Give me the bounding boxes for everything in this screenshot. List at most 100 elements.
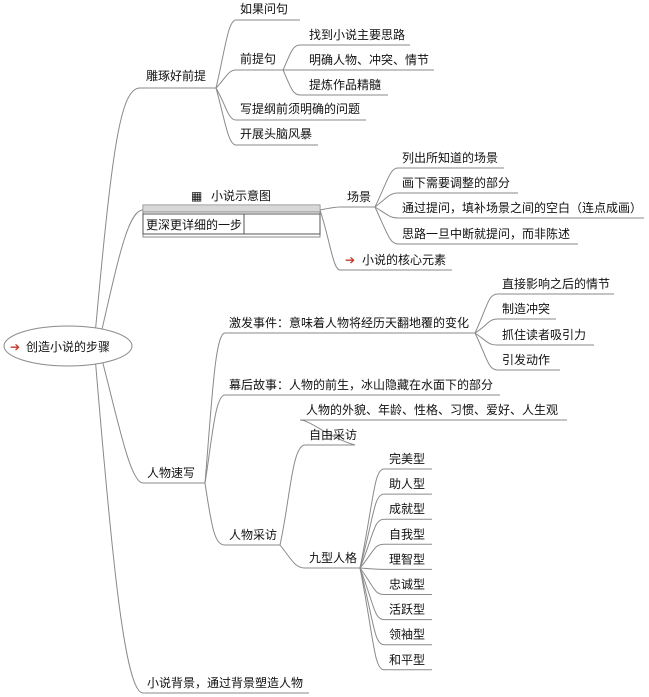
nine-type-item[interactable]: 和平型	[384, 653, 432, 671]
node-incident-item-3[interactable]: 引发动作	[498, 352, 560, 371]
connector-b2-scene	[319, 206, 341, 211]
premise-sub-label: 提炼作品精髓	[309, 77, 381, 92]
nine-type-label: 和平型	[389, 653, 425, 667]
connector-nine-type	[359, 567, 385, 570]
connector-b1-i2	[215, 87, 237, 121]
interview-label: 人物采访	[229, 528, 277, 542]
node-b3[interactable]: 人物速写	[143, 466, 205, 484]
node-scene-item-2[interactable]: 通过提问，填补场景之间的空白（连点成画）	[398, 200, 644, 219]
node-b1[interactable]: 雕琢好前提	[140, 68, 216, 89]
node-scene-item-1[interactable]: 画下需要调整的部分	[398, 175, 518, 194]
connector-interview-free	[279, 444, 306, 546]
connector-incident-i2	[474, 332, 499, 346]
node-incident-item-0[interactable]: 直接影响之后的情节	[498, 276, 614, 295]
connector-scene-i3	[374, 206, 399, 245]
incident-item-label: 抓住读者吸引力	[502, 328, 586, 342]
node-scene-item-0[interactable]: 列出所知道的场景	[398, 150, 504, 169]
nine-type-item[interactable]: 活跃型	[384, 603, 432, 621]
node-b1-item-1[interactable]: 前提句	[236, 51, 283, 71]
incident-item-label: 引发动作	[502, 352, 550, 367]
node-b1-item-3[interactable]: 开展头脑风暴	[236, 127, 318, 146]
nine-type-item[interactable]: 自我型	[384, 527, 432, 545]
nine-type-label: 忠诚型	[389, 578, 425, 592]
red-arrow-icon: ➔	[10, 340, 20, 354]
nine-type-item[interactable]: 完美型	[384, 451, 432, 470]
red-arrow-icon: ➔	[345, 253, 355, 267]
node-premise-sub-0[interactable]: 找到小说主要思路	[300, 27, 410, 46]
node-core[interactable]: ➔ 小说的核心元素	[340, 252, 452, 271]
connector-root-b3	[99, 351, 144, 484]
scene-label: 场景	[347, 190, 371, 204]
connector-free-detail	[299, 419, 356, 446]
nine-types-label: 九型人格	[309, 550, 357, 565]
root-ellipse	[3, 325, 133, 367]
node-free-interview[interactable]: 自由采访	[305, 428, 357, 446]
node-premise-sub-1[interactable]: 明确人物、冲突、情节	[300, 52, 434, 71]
connector-incident-i3	[474, 332, 499, 371]
b1-item-label: 如果问句	[240, 1, 288, 16]
connector-b3-backstory	[204, 394, 226, 484]
nine-type-item[interactable]: 理智型	[384, 551, 432, 570]
connector-nine-type	[359, 493, 385, 569]
connector-root-b2	[99, 209, 144, 339]
scene-item-label: 列出所知道的场景	[402, 150, 498, 165]
nine-type-label: 助人型	[389, 477, 425, 491]
premise-sub-label: 明确人物、冲突、情节	[309, 52, 429, 67]
node-incident[interactable]: 激发事件：意味着人物将经历天翻地覆的变化	[225, 315, 475, 334]
connector-nine-type	[359, 567, 385, 595]
node-incident-item-1[interactable]: 制造冲突	[498, 301, 556, 320]
connector-b3-interview	[204, 482, 226, 546]
connector-b1-i0	[215, 19, 237, 89]
connector-nine-type	[359, 567, 385, 671]
node-free-detail[interactable]: 人物的外貌、年龄、性格、习惯、爱好、人生观	[300, 402, 567, 421]
connector-root-b1	[94, 87, 141, 336]
nine-type-label: 理智型	[389, 551, 425, 566]
connector-nine-type	[359, 468, 385, 569]
connector-b3-incident	[204, 332, 226, 484]
node-premise-sub-2[interactable]: 提炼作品精髓	[300, 77, 388, 96]
connectors	[94, 19, 499, 694]
connector-incident-i1	[474, 318, 499, 334]
note-cell-1-text: 更深更详细的一步	[146, 217, 242, 232]
connector-scene-i0	[374, 167, 399, 208]
b1-item-label: 写提纲前须明确的问题	[240, 101, 360, 116]
b4-label: 小说背景，通过背景塑造人物	[147, 675, 303, 690]
b1-label: 雕琢好前提	[146, 68, 206, 83]
nine-type-item[interactable]: 成就型	[384, 502, 432, 520]
nine-type-item[interactable]: 助人型	[384, 477, 432, 495]
nine-type-label: 活跃型	[389, 603, 425, 617]
premise-sub-label: 找到小说主要思路	[309, 27, 405, 42]
nine-type-label: 成就型	[389, 502, 425, 516]
node-scene[interactable]: 场景	[340, 190, 375, 208]
connector-b1-i1	[215, 69, 237, 89]
nine-type-label: 自我型	[389, 527, 425, 541]
free-detail-label: 人物的外貌、年龄、性格、习惯、爱好、人生观	[306, 402, 558, 417]
node-b4[interactable]: 小说背景，通过背景塑造人物	[143, 675, 309, 694]
node-b1-item-2[interactable]: 写提纲前须明确的问题	[236, 101, 366, 121]
node-backstory[interactable]: 幕后故事：人物的前生，冰山隐藏在水面下的部分	[225, 377, 500, 396]
free-interview-label: 自由采访	[309, 428, 357, 442]
scene-item-label: 思路一旦中断就提问，而非陈述	[402, 226, 570, 241]
core-label: 小说的核心元素	[362, 252, 446, 267]
node-scene-item-3[interactable]: 思路一旦中断就提问，而非陈述	[398, 226, 578, 245]
nine-type-item[interactable]: 领袖型	[384, 627, 432, 646]
connector-root-b4	[94, 355, 144, 694]
incident-item-label: 直接影响之后的情节	[502, 276, 610, 291]
backstory-label: 幕后故事：人物的前生，冰山隐藏在水面下的部分	[229, 377, 493, 392]
node-nine-types[interactable]: 九型人格	[305, 550, 360, 569]
incident-label: 激发事件：意味着人物将经历天翻地覆的变化	[229, 315, 469, 330]
b1-item-label: 开展头脑风暴	[240, 127, 312, 141]
nine-type-label: 完美型	[389, 451, 425, 466]
nine-type-item[interactable]: 忠诚型	[384, 578, 432, 595]
note-cell-2	[243, 213, 321, 235]
node-b1-item-0[interactable]: 如果问句	[236, 1, 300, 21]
connector-b2-core	[319, 209, 341, 271]
scene-item-label: 通过提问，填补场景之间的空白（连点成画）	[402, 200, 642, 215]
node-incident-item-2[interactable]: 抓住读者吸引力	[498, 328, 594, 346]
root-node[interactable]: ➔ 创造小说的步骤	[3, 325, 133, 367]
node-interview[interactable]: 人物采访	[225, 528, 280, 546]
connector-nine-type	[359, 567, 385, 621]
connector-b1-i3	[215, 87, 237, 146]
b2-note-row[interactable]: 更深更详细的一步	[142, 213, 321, 235]
connector-nine-type	[359, 518, 385, 569]
